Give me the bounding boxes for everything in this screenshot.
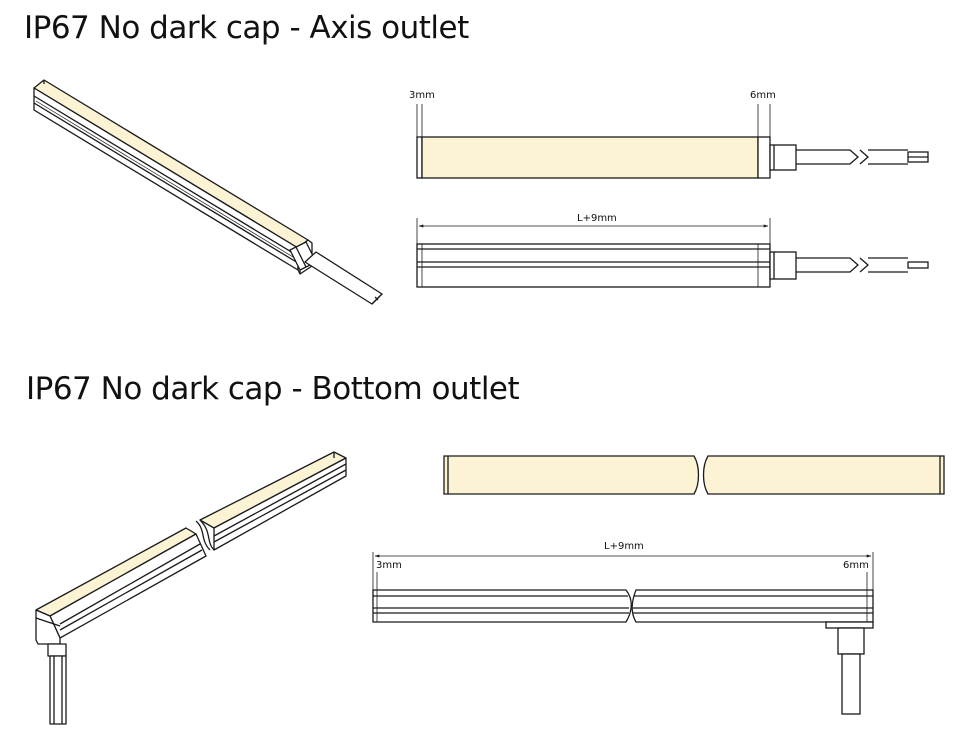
diffuser-top-right <box>702 455 945 495</box>
outlet-cable <box>841 653 861 715</box>
right-end-cap <box>757 136 771 179</box>
bottom-side-dimensions: L+9mm 3mm 6mm <box>372 541 874 590</box>
cable <box>304 251 383 305</box>
axis-outlet-isometric-view <box>33 79 383 305</box>
axis-outlet-top-view <box>416 136 929 179</box>
diffuser-top-face <box>33 79 309 249</box>
bottom-outlet-top-view <box>443 455 945 495</box>
bottom-outlet-side-view <box>372 589 874 715</box>
outlet-cable <box>49 655 67 725</box>
wire-end <box>907 261 929 269</box>
diffuser-top-left <box>443 455 700 495</box>
break-line <box>195 520 211 551</box>
profile-body-left <box>372 589 632 623</box>
outlet-gland <box>825 621 874 629</box>
section-title-axis-outlet: IP67 No dark cap - Axis outlet <box>24 10 469 46</box>
outlet-gland <box>47 643 67 657</box>
diffuser-top <box>421 136 759 179</box>
axis-top-dimensions: 3mm 6mm <box>409 90 776 137</box>
bottom-outlet-isometric-view <box>35 451 347 725</box>
axis-side-dimensions: L+9mm <box>416 213 771 244</box>
cable <box>796 257 859 273</box>
profile-body-right <box>631 589 874 623</box>
section-title-bottom-outlet: IP67 No dark cap - Bottom outlet <box>26 371 520 407</box>
outlet-gland-lower <box>837 627 865 655</box>
profile-side-face <box>33 87 299 271</box>
right-cap-dimension: 6mm <box>750 90 776 101</box>
left-end-cap <box>416 136 423 179</box>
left-cap-dimension: 3mm <box>376 560 402 571</box>
cable <box>796 149 859 165</box>
total-length-dimension: L+9mm <box>577 213 617 224</box>
total-length-dimension: L+9mm <box>604 541 644 552</box>
profile-side-right <box>213 457 347 551</box>
profile-body <box>416 243 771 288</box>
left-cap-dimension: 3mm <box>409 90 435 101</box>
axis-outlet-side-view <box>416 243 929 288</box>
right-cap-dimension: 6mm <box>843 560 869 571</box>
